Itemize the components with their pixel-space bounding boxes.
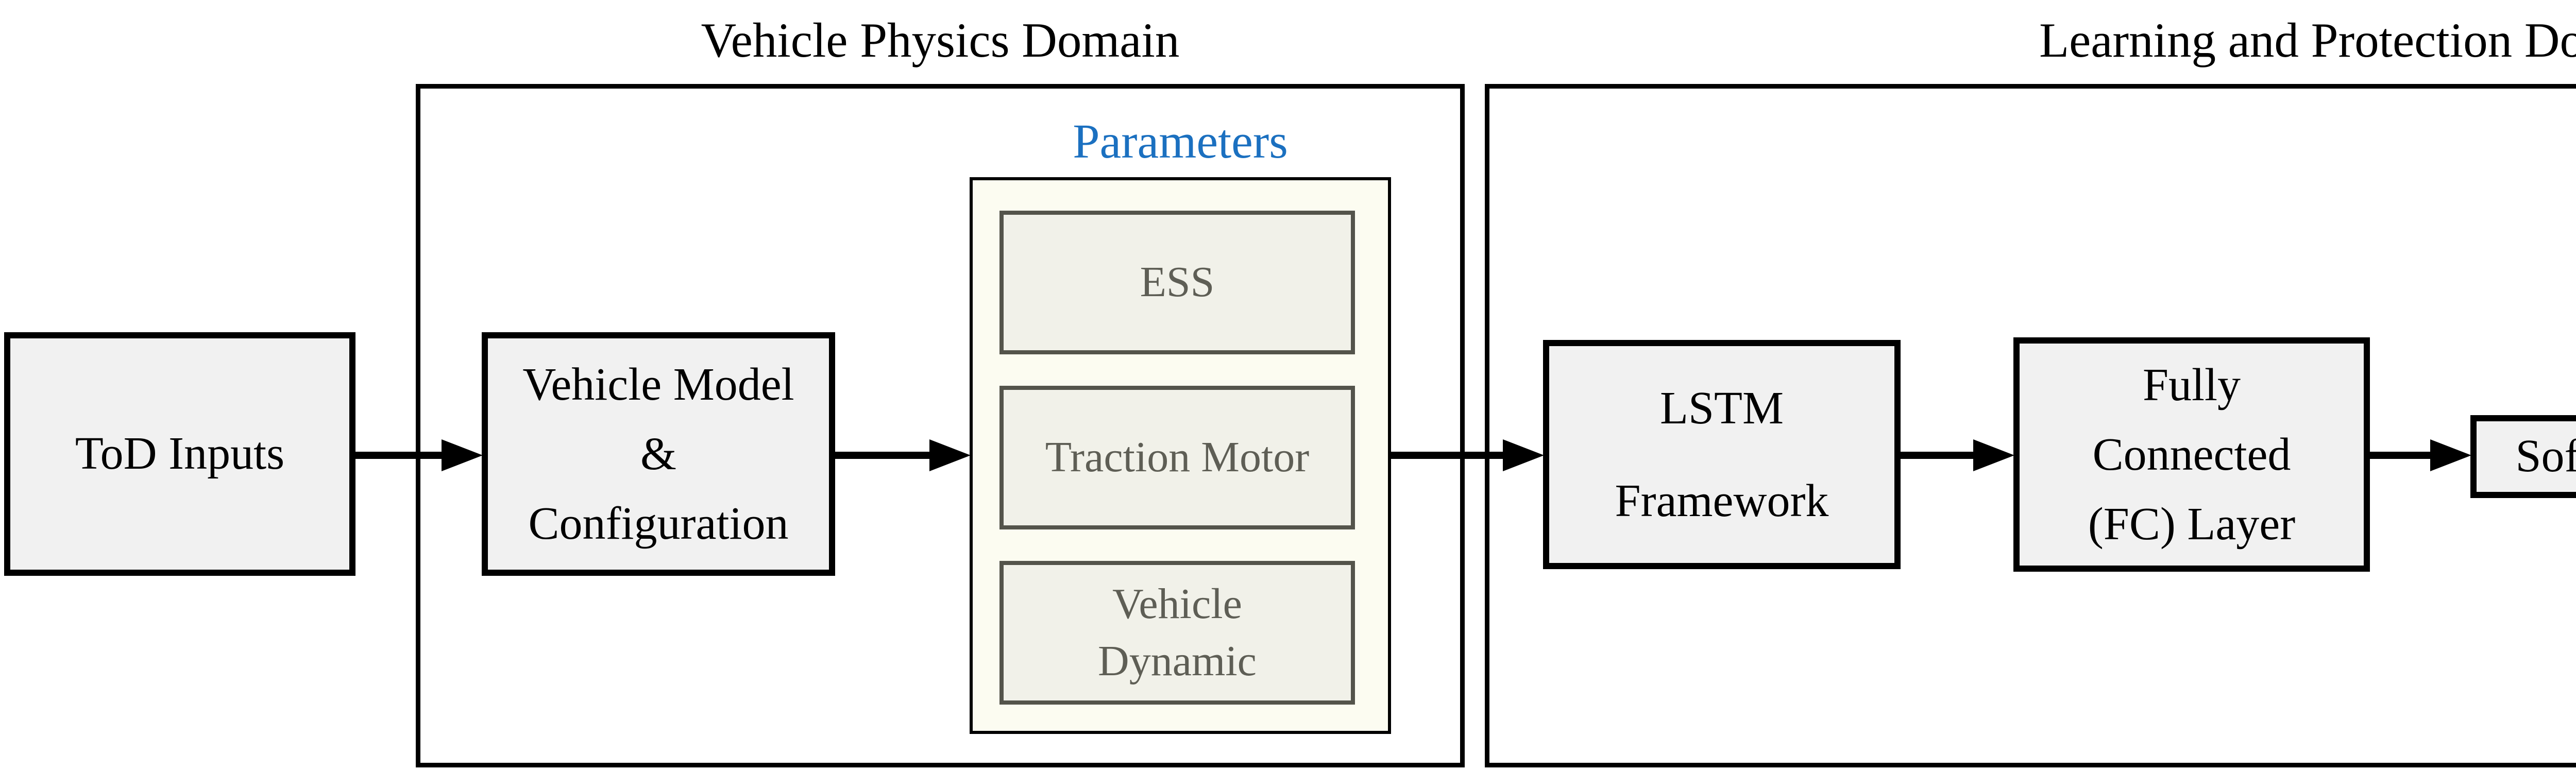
arrow-head-icon	[2430, 439, 2471, 471]
parameter-item-ess: ESS	[999, 211, 1355, 354]
node-label-line: (FC) Layer	[2088, 499, 2296, 550]
node-label-line: &	[640, 429, 676, 480]
arrow-line	[2370, 452, 2437, 459]
node-label: ToD Inputs	[75, 428, 285, 480]
arrow-head-icon	[442, 439, 483, 471]
node-label-line: Vehicle Model	[522, 359, 794, 410]
node-label-line: Configuration	[528, 498, 789, 549]
node-vehicle-model-configuration: Vehicle Model & Configuration	[482, 332, 835, 576]
arrow-line	[1391, 452, 1510, 459]
arrow-head-icon	[929, 439, 971, 471]
node-label-line: Fully	[2142, 360, 2241, 410]
node-softmax: Softmax	[2470, 415, 2576, 498]
node-label: Softmax	[2515, 431, 2576, 482]
parameter-item-label-line: Vehicle	[1112, 579, 1242, 628]
node-label-line: Connected	[2092, 429, 2291, 480]
node-label-line: LSTM	[1659, 382, 1784, 434]
vehicle-physics-domain-title: Vehicle Physics Domain	[701, 13, 1180, 67]
learning-protection-domain-title: Learning and Protection Domain	[2039, 13, 2576, 67]
node-label-line: Framework	[1615, 475, 1829, 526]
arrow-line	[1901, 452, 1980, 459]
parameter-item-vehicle-dynamic: Vehicle Dynamic	[999, 561, 1355, 705]
parameter-item-label-line: Dynamic	[1098, 637, 1257, 685]
parameter-item-label: Traction Motor	[1045, 433, 1310, 482]
parameter-item-traction-motor: Traction Motor	[999, 386, 1355, 529]
arrow-head-icon	[1503, 439, 1544, 471]
node-lstm-framework: LSTM Framework	[1543, 340, 1901, 569]
parameters-group-title: Parameters	[1073, 115, 1288, 168]
arrow-head-icon	[1973, 439, 2014, 471]
node-fully-connected-layer: Fully Connected (FC) Layer	[2013, 337, 2370, 572]
parameter-item-label: ESS	[1140, 258, 1215, 306]
node-tod-inputs: ToD Inputs	[4, 332, 355, 576]
arrow-line	[355, 452, 446, 459]
arrow-line	[835, 452, 936, 459]
parameters-container: ESS Traction Motor Vehicle Dynamic	[970, 177, 1391, 734]
